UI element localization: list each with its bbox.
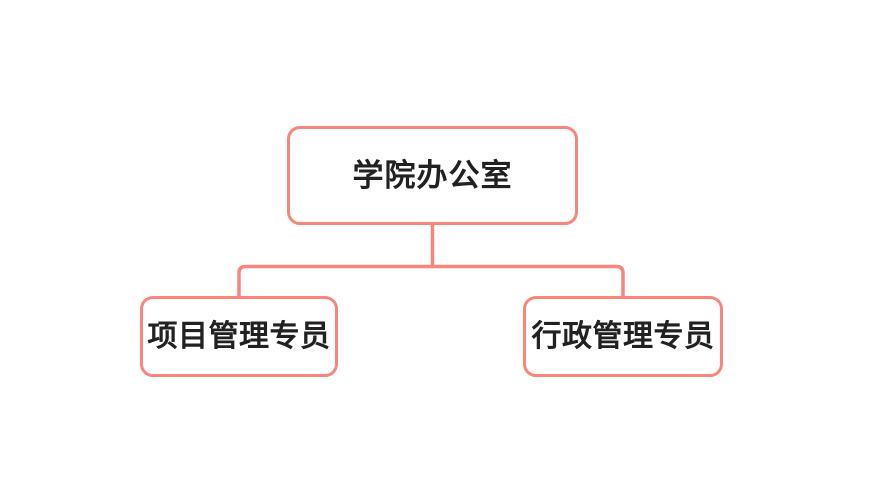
org-node-child-project-management[interactable]: 项目管理专员 bbox=[140, 296, 338, 377]
org-node-root-label: 学院办公室 bbox=[352, 158, 513, 193]
org-node-child-project-management-label: 项目管理专员 bbox=[147, 319, 331, 353]
org-node-root[interactable]: 学院办公室 bbox=[287, 126, 578, 225]
org-node-child-admin-management-label: 行政管理专员 bbox=[531, 319, 715, 353]
org-node-child-admin-management[interactable]: 行政管理专员 bbox=[523, 296, 723, 377]
connector-children-bus bbox=[237, 264, 625, 298]
